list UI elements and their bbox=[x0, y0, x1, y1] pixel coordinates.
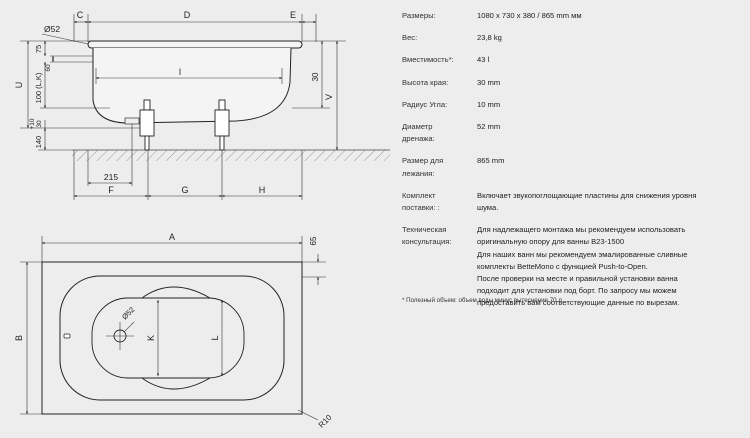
spec-row: Радиус Угла: 10 mm bbox=[402, 99, 742, 111]
spec-row: Комплект поставки: : Включает звукопоглоща… bbox=[402, 190, 742, 214]
spec-row: Диаметр дренажа: 52 mm bbox=[402, 121, 742, 145]
spec-value: Для надлежащего монтажа мы рекомендуем и… bbox=[477, 224, 742, 309]
spec-label-line: Комплект bbox=[402, 190, 436, 200]
spec-label: Размер для лежания: bbox=[402, 155, 477, 179]
spec-value-line: 1080 x 730 x 380 / 865 mm мм bbox=[477, 11, 582, 20]
dim-g: G bbox=[181, 185, 188, 195]
spec-value-line: 52 mm bbox=[477, 122, 501, 132]
spec-value-line: 43 l bbox=[477, 55, 490, 65]
tub-body bbox=[92, 47, 292, 124]
dim-h: H bbox=[259, 185, 266, 195]
tub-basin-top bbox=[59, 275, 285, 401]
spec-value-line: После проверки на месте и правильной уст… bbox=[477, 274, 678, 284]
spec-value: 23,8 kg bbox=[477, 32, 742, 44]
spec-label: Диаметр дренажа: bbox=[402, 121, 477, 145]
drain-outlet bbox=[124, 117, 140, 125]
spec-value-line: 10 mm bbox=[477, 99, 501, 109]
spec-value-line: оригинальную опору для ванны B23-1500 bbox=[477, 237, 625, 247]
spec-label-line: поставки: : bbox=[402, 203, 440, 213]
dim-u: U bbox=[14, 82, 24, 89]
corner-radius-label: R10 bbox=[317, 412, 334, 429]
dim-f: F bbox=[108, 185, 114, 195]
spec-value-line: Для наших ванн мы рекомендуем эмалирован… bbox=[477, 249, 688, 259]
dim-100: 100 (L,K) bbox=[34, 72, 43, 103]
spec-label-line: Вес: bbox=[402, 33, 418, 43]
spec-value-line: комплекты BetteMono с функцией Push-to-O… bbox=[477, 261, 648, 271]
dim-e: E bbox=[290, 10, 296, 20]
dim-65: 65 bbox=[309, 236, 318, 245]
dim-v: V bbox=[324, 94, 334, 100]
spec-value-line: предоставить вам соответствующие данные … bbox=[477, 298, 680, 308]
spec-label: Высота края: bbox=[402, 77, 477, 89]
spec-row: Высота края: 30 mm bbox=[402, 77, 742, 89]
dim-30: 30 bbox=[311, 72, 320, 81]
spec-value-line: Для надлежащего монтажа мы рекомендуем и… bbox=[477, 225, 686, 235]
dim-a: A bbox=[169, 232, 175, 242]
overflow-slot bbox=[63, 333, 71, 339]
spec-label-line: дренажа: bbox=[402, 134, 435, 144]
tub-bottom-panel bbox=[91, 297, 245, 379]
spec-value-line: 865 mm bbox=[477, 156, 505, 166]
dim-b: B bbox=[14, 335, 24, 341]
spec-label: Вместимость*: bbox=[402, 54, 477, 66]
dim-c: C bbox=[77, 10, 84, 20]
spec-row: Вместимость*: 43 l bbox=[402, 54, 742, 66]
tub-outline-top bbox=[41, 261, 303, 415]
spec-label-line: Вместимость*: bbox=[402, 55, 454, 65]
footnote: * Полезный объем: объем воды минус вытес… bbox=[402, 297, 564, 304]
spec-value-line: Включает звукопоглощающие пластины для с… bbox=[477, 190, 697, 200]
spec-value: 30 mm bbox=[477, 77, 742, 89]
spec-value-line: подходит для установки под борт. По запр… bbox=[477, 286, 677, 296]
spec-label-line: лежания: bbox=[402, 168, 435, 178]
floor-hatch bbox=[72, 150, 390, 161]
spec-value-line: 23,8 kg bbox=[477, 33, 502, 43]
spec-label-line: Диаметр bbox=[402, 122, 433, 132]
spec-label: Техническая консультация: bbox=[402, 224, 477, 309]
tub-foot-left bbox=[139, 99, 155, 151]
dim-215: 215 bbox=[104, 172, 118, 182]
spec-value: 865 mm bbox=[477, 155, 742, 179]
spec-label-line: Радиус Угла: bbox=[402, 99, 448, 109]
drain-top bbox=[106, 321, 135, 350]
spec-row: Вес: 23,8 kg bbox=[402, 32, 742, 44]
spec-table: Размеры: 1080 x 730 x 380 / 865 mm мм Вес:… bbox=[402, 10, 742, 320]
bathtub-technical-drawing: C D E Ø52 U 75 60 100 (L,K) +10 30 140 bbox=[14, 10, 390, 430]
spec-label-line: Размер для bbox=[402, 156, 444, 166]
spec-label-line: Техническая bbox=[402, 225, 447, 235]
spec-value: 1080 x 730 x 380 / 865 mm мм bbox=[477, 10, 742, 22]
spec-value-line: шума. bbox=[477, 203, 499, 213]
spec-value: 43 l bbox=[477, 54, 742, 66]
dim-10: +10 bbox=[29, 118, 36, 129]
dim-30b: 30 bbox=[36, 120, 43, 128]
spec-row: Размер для лежания: 865 mm bbox=[402, 155, 742, 179]
spec-value-line: 30 mm bbox=[477, 77, 501, 87]
dim-140: 140 bbox=[34, 136, 43, 149]
dim-75: 75 bbox=[34, 45, 43, 53]
spec-row: Техническая консультация: Для надлежащего … bbox=[402, 224, 742, 309]
spec-label: Размеры: bbox=[402, 10, 477, 22]
top-view: A 65 B Ø52 K L R10 bbox=[14, 232, 334, 430]
spec-value: 52 mm bbox=[477, 121, 742, 145]
dim-d: D bbox=[184, 10, 191, 20]
spec-label: Радиус Угла: bbox=[402, 99, 477, 111]
spec-label: Вес: bbox=[402, 32, 477, 44]
handle-recess-bottom bbox=[141, 377, 211, 390]
spec-value: 10 mm bbox=[477, 99, 742, 111]
dim-60: 60 bbox=[45, 64, 52, 72]
spec-value: Включает звукопоглощающие пластины для с… bbox=[477, 190, 742, 214]
drain-diameter-label: Ø52 bbox=[44, 24, 60, 34]
handle-recess-top bbox=[141, 286, 211, 299]
dim-l-inner: l bbox=[179, 67, 181, 77]
dim-k: K bbox=[146, 335, 156, 341]
spec-label-line: Высота края: bbox=[402, 77, 449, 87]
spec-row: Размеры: 1080 x 730 x 380 / 865 mm мм bbox=[402, 10, 742, 22]
tub-rim bbox=[87, 40, 303, 49]
spec-label: Комплект поставки: : bbox=[402, 190, 477, 214]
side-view: C D E Ø52 U 75 60 100 (L,K) +10 30 140 bbox=[14, 10, 390, 200]
dim-l: L bbox=[210, 335, 220, 340]
spec-label-line: Размеры: bbox=[402, 11, 436, 20]
spec-label-line: консультация: bbox=[402, 237, 452, 247]
